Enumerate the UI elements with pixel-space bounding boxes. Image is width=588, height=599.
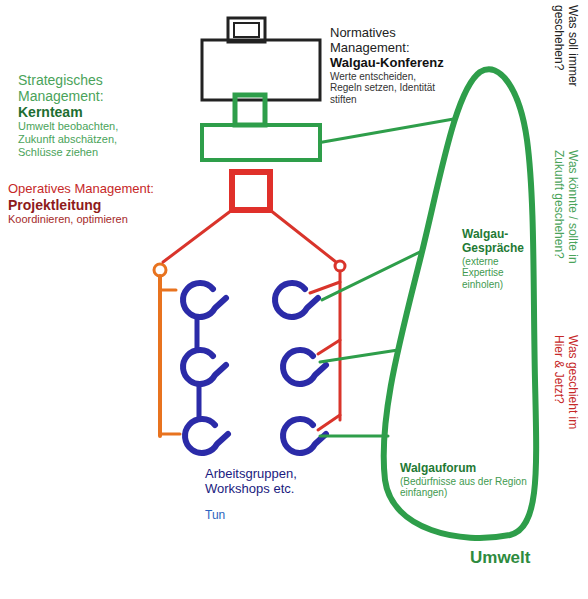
- text-group: Arbeitsgruppen, Workshops etc. Tun: [205, 467, 320, 523]
- orange-rail: [158, 276, 162, 436]
- operative-branch-line: [270, 210, 336, 262]
- text-group: Walgau-Gespräche(externe Expertise einho…: [462, 228, 534, 290]
- group-activity: Tun: [205, 509, 320, 523]
- level-description: Umwelt beobachten, Zukunft abschätzen, S…: [18, 120, 143, 158]
- work-group-symbol: [185, 419, 228, 453]
- level-title: Projektleitung: [8, 197, 218, 213]
- strategic-level: Strategisches Management:KernteamUmwelt …: [18, 68, 320, 168]
- work-group-symbol: [183, 283, 226, 317]
- level-description: Koordinieren, optimieren: [8, 213, 218, 226]
- format-title: Walgauforum: [400, 462, 532, 476]
- environment-blob: UmweltWalgau-Gespräche(externe Expertise…: [375, 60, 545, 580]
- work-group-spiral: [183, 350, 226, 384]
- environment-link: [320, 350, 398, 362]
- working-groups: Arbeitsgruppen, Workshops etc. Tun: [150, 262, 322, 537]
- group-link: [195, 318, 200, 350]
- environment-link: [320, 435, 388, 438]
- guiding-question: Was geschieht im Hier & Jetzt?: [552, 335, 580, 447]
- level-title: Kernteam: [18, 104, 158, 120]
- guiding-question: Was soll immer geschehen?: [552, 5, 580, 117]
- red-rail-knob: [335, 261, 345, 271]
- text-group: Walgauforum(Bedürfnisse aus der Region e…: [400, 462, 532, 499]
- orange-rail-stub: [160, 289, 176, 292]
- connector-line: [322, 251, 422, 300]
- text-group: Operatives Management:ProjektleitungKoor…: [8, 182, 218, 226]
- group-title: Arbeitsgruppen, Workshops etc.: [205, 467, 320, 497]
- level-heading: Strategisches Management:: [18, 72, 158, 104]
- guiding-question: Was könnte / sollte in Zukunft geschehen…: [552, 150, 580, 292]
- work-group-symbol: [283, 419, 326, 453]
- work-group-spiral: [183, 283, 226, 317]
- red-rail-link: [318, 415, 340, 430]
- work-group-spiral: [185, 419, 228, 453]
- work-group-spiral: [275, 283, 318, 317]
- level-title: Walgau-Konferenz: [330, 56, 455, 71]
- format-description: (Bedürfnisse aus der Region einfangen): [400, 476, 532, 499]
- core-team-square: [235, 95, 265, 125]
- conference-top-inner: [234, 23, 259, 37]
- connector-line: [320, 119, 455, 143]
- environment-title: Umwelt: [470, 548, 550, 568]
- conference-top: [228, 18, 265, 42]
- expert-talks: Walgau-Gespräche(externe Expertise einho…: [462, 228, 534, 308]
- level-heading: Normatives Management:: [330, 26, 450, 56]
- orange-rail-stub: [160, 433, 180, 436]
- format-title: Walgau-Gespräche: [462, 228, 534, 256]
- level-heading: Operatives Management:: [8, 182, 218, 197]
- text-group: Umwelt: [470, 548, 550, 568]
- red-rail: [339, 271, 342, 420]
- conference-frame: [202, 40, 320, 100]
- level-description: Werte entscheiden, Regeln setzen, Identi…: [330, 71, 450, 106]
- project-lead-square: [232, 172, 270, 210]
- red-rail-link: [310, 282, 340, 293]
- orange-rail-knob: [154, 264, 166, 276]
- environment-outline: [384, 69, 536, 538]
- normative-level: Normatives Management:Walgau-KonferenzWe…: [202, 18, 452, 118]
- operative-level: Operatives Management:ProjektleitungKoor…: [8, 172, 270, 230]
- red-rail-link: [318, 340, 340, 354]
- region-forum: Walgauforum(Bedürfnisse aus der Region e…: [400, 462, 532, 512]
- text-group: Normatives Management:Walgau-KonferenzWe…: [330, 26, 455, 105]
- format-description: (externe Expertise einholen): [462, 256, 534, 291]
- group-link: [197, 385, 202, 419]
- work-group-symbol: [283, 350, 326, 384]
- node-outline: [375, 60, 545, 580]
- work-group-spiral: [283, 350, 326, 384]
- text-group: Strategisches Management:KernteamUmwelt …: [18, 72, 158, 158]
- work-group-symbol: [183, 350, 226, 384]
- work-group-spiral: [283, 419, 326, 453]
- work-group-symbol: [275, 283, 318, 317]
- core-team-frame: [202, 125, 320, 160]
- connector-line: [163, 210, 232, 262]
